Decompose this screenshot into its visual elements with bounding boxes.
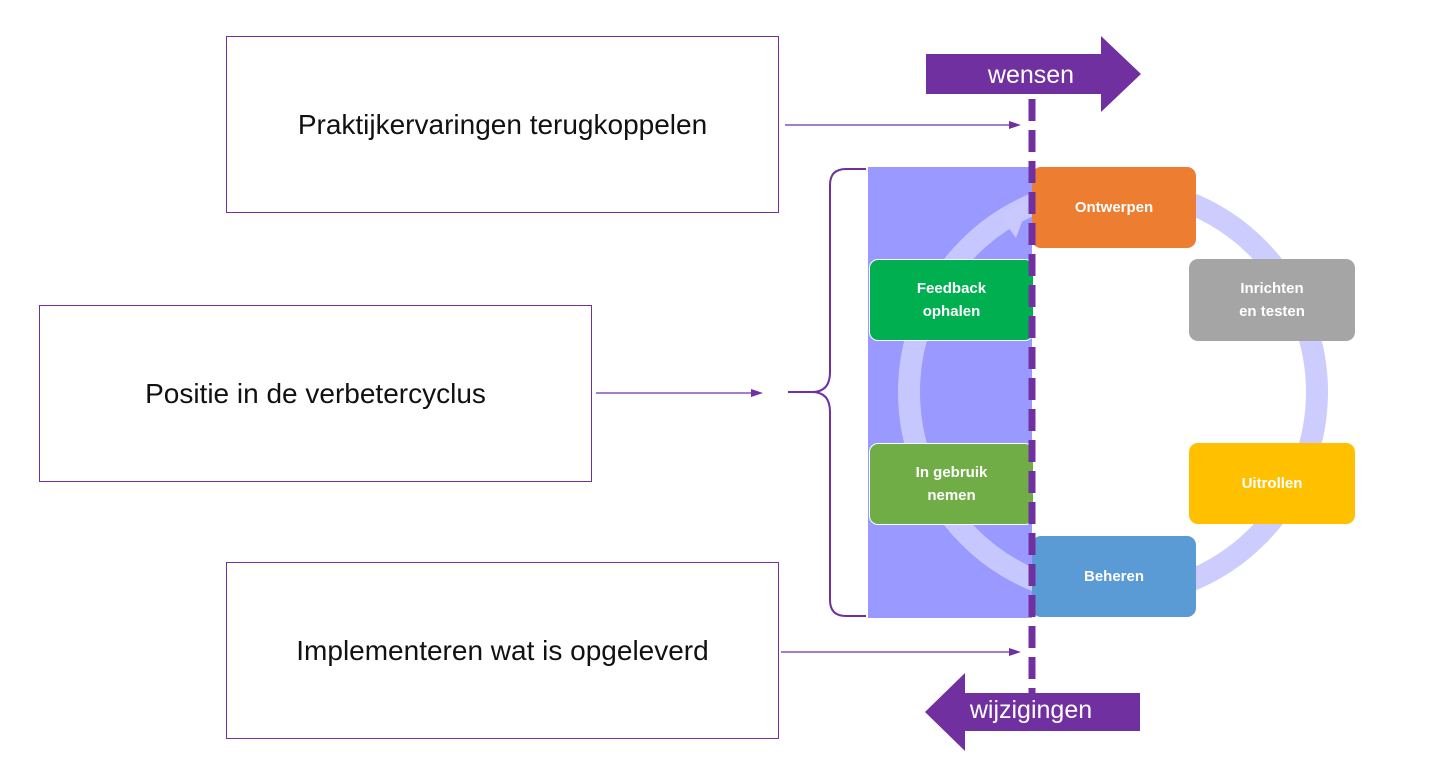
connector-top-head xyxy=(1009,121,1021,129)
connector-middle-head xyxy=(751,389,763,397)
step-ontwerpen: Ontwerpen xyxy=(1032,167,1196,248)
step-inrichten-en-testen: Inrichten en testen xyxy=(1189,259,1355,341)
cycle-arrowhead xyxy=(1000,200,1030,238)
step-uitrollen: Uitrollen xyxy=(1189,443,1355,524)
implement-delivered-box: Implementeren wat is opgeleverd xyxy=(226,562,779,739)
curly-brace xyxy=(811,168,866,617)
step-feedback-ophalen: Feedback ophalen xyxy=(869,259,1034,341)
connector-bottom-head xyxy=(1009,648,1021,656)
step-in-gebruik-nemen: In gebruik nemen xyxy=(869,443,1034,525)
position-cycle-box: Positie in de verbetercyclus xyxy=(39,305,592,482)
wensen-label: wensen xyxy=(987,61,1075,89)
feedback-practice-box: Praktijkervaringen terugkoppelen xyxy=(226,36,779,213)
step-beheren: Beheren xyxy=(1032,536,1196,617)
highlight-panel xyxy=(868,167,1032,618)
wijzigingen-arrow xyxy=(925,673,1140,751)
wijzigingen-label: wijzigingen xyxy=(969,696,1093,724)
